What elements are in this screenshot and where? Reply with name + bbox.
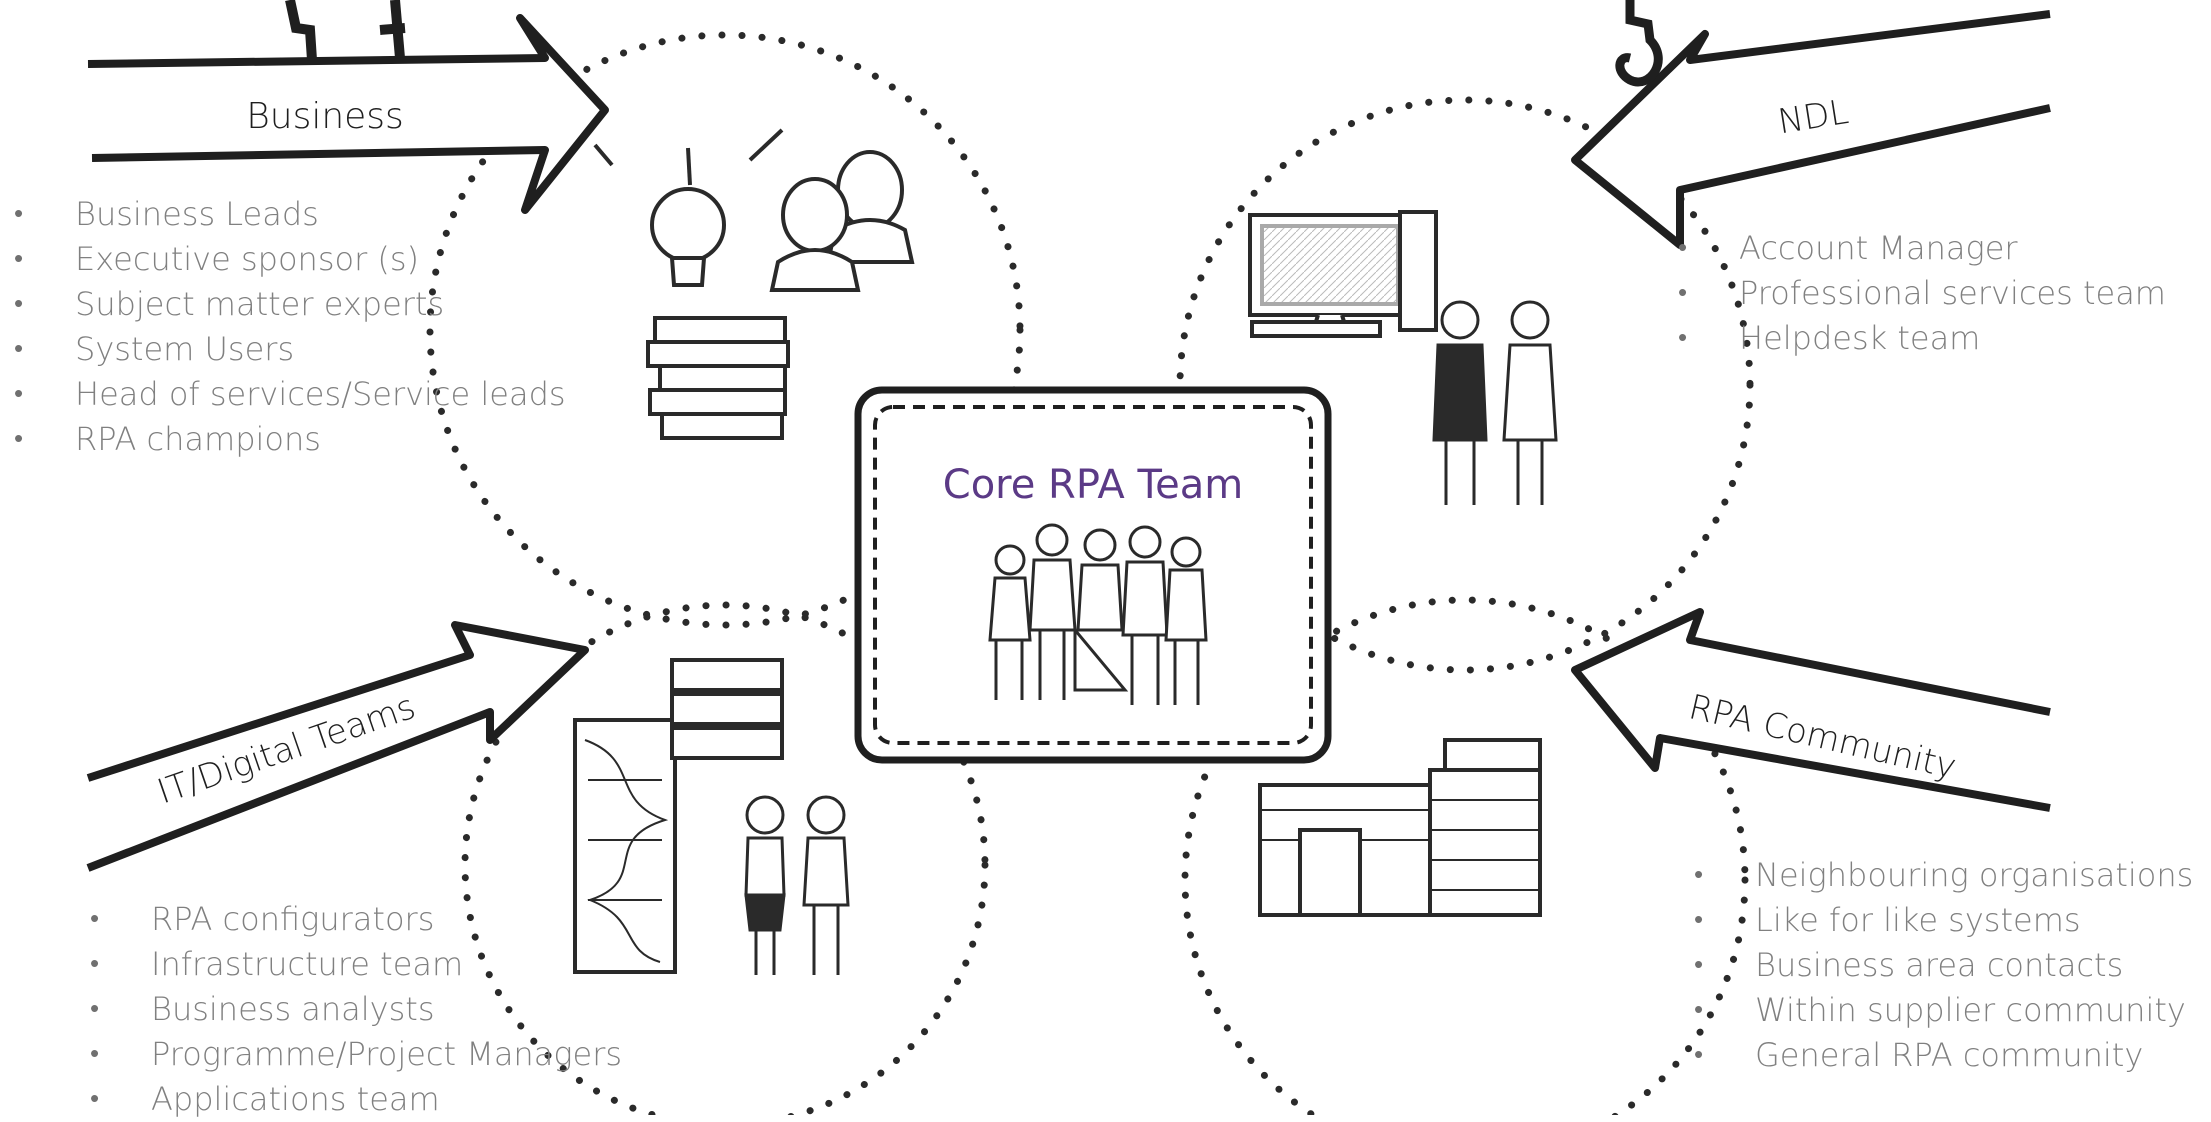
list-item: Business Leads [14,192,566,237]
list-item: Executive sponsor (s) [14,237,566,282]
list-item: RPA champions [14,417,566,462]
ndl-arrow [1571,10,2051,249]
books-stack-icon [646,316,790,440]
list-item: Helpdesk team [1678,316,2166,361]
lightbulb-icon [593,128,784,287]
list-item: Subject matter experts [14,282,566,327]
list-item: RPA configurators [90,897,622,942]
list-item: Neighbouring organisations [1694,853,2193,898]
community-stakeholder-list: Neighbouring organisations Like for like… [1694,853,2193,1078]
office-buildings-icon [1258,738,1542,917]
core-team-people-icon [988,523,1208,705]
list-item: Within supplier community [1694,988,2193,1033]
list-item: Applications team [90,1077,622,1122]
server-stack-icon [670,658,784,760]
business-label: Business [246,96,404,137]
business-arrow-hanger-icon [285,0,406,61]
list-item: Programme/Project Managers [90,1032,622,1077]
business-arrow [87,14,609,214]
it-staff-pair-icon [744,795,850,975]
list-item: Business analysts [90,987,622,1032]
list-item: Head of services/Service leads [14,372,566,417]
list-item: Infrastructure team [90,942,622,987]
list-item: Business area contacts [1694,943,2193,988]
ndl-hook-icon [1615,0,1663,87]
core-team-title: Core RPA Team [943,462,1243,508]
list-item: Professional services team [1678,271,2166,316]
ndl-circle [1176,96,1754,674]
desktop-computer-icon [1248,210,1438,338]
list-item: Account Manager [1678,226,2166,271]
it-arrow [86,621,589,872]
it-stakeholder-list: RPA configurators Infrastructure team Bu… [90,897,622,1122]
ndl-stakeholder-list: Account Manager Professional services te… [1678,226,2166,361]
list-item: Like for like systems [1694,898,2193,943]
community-arrow [1571,608,2051,812]
staff-pair-icon [1432,300,1558,505]
list-item: System Users [14,327,566,372]
it-circle [461,601,989,1115]
business-stakeholder-list: Business Leads Executive sponsor (s) Sub… [14,192,566,462]
list-item: General RPA community [1694,1033,2193,1078]
people-heads-icon [769,150,915,292]
